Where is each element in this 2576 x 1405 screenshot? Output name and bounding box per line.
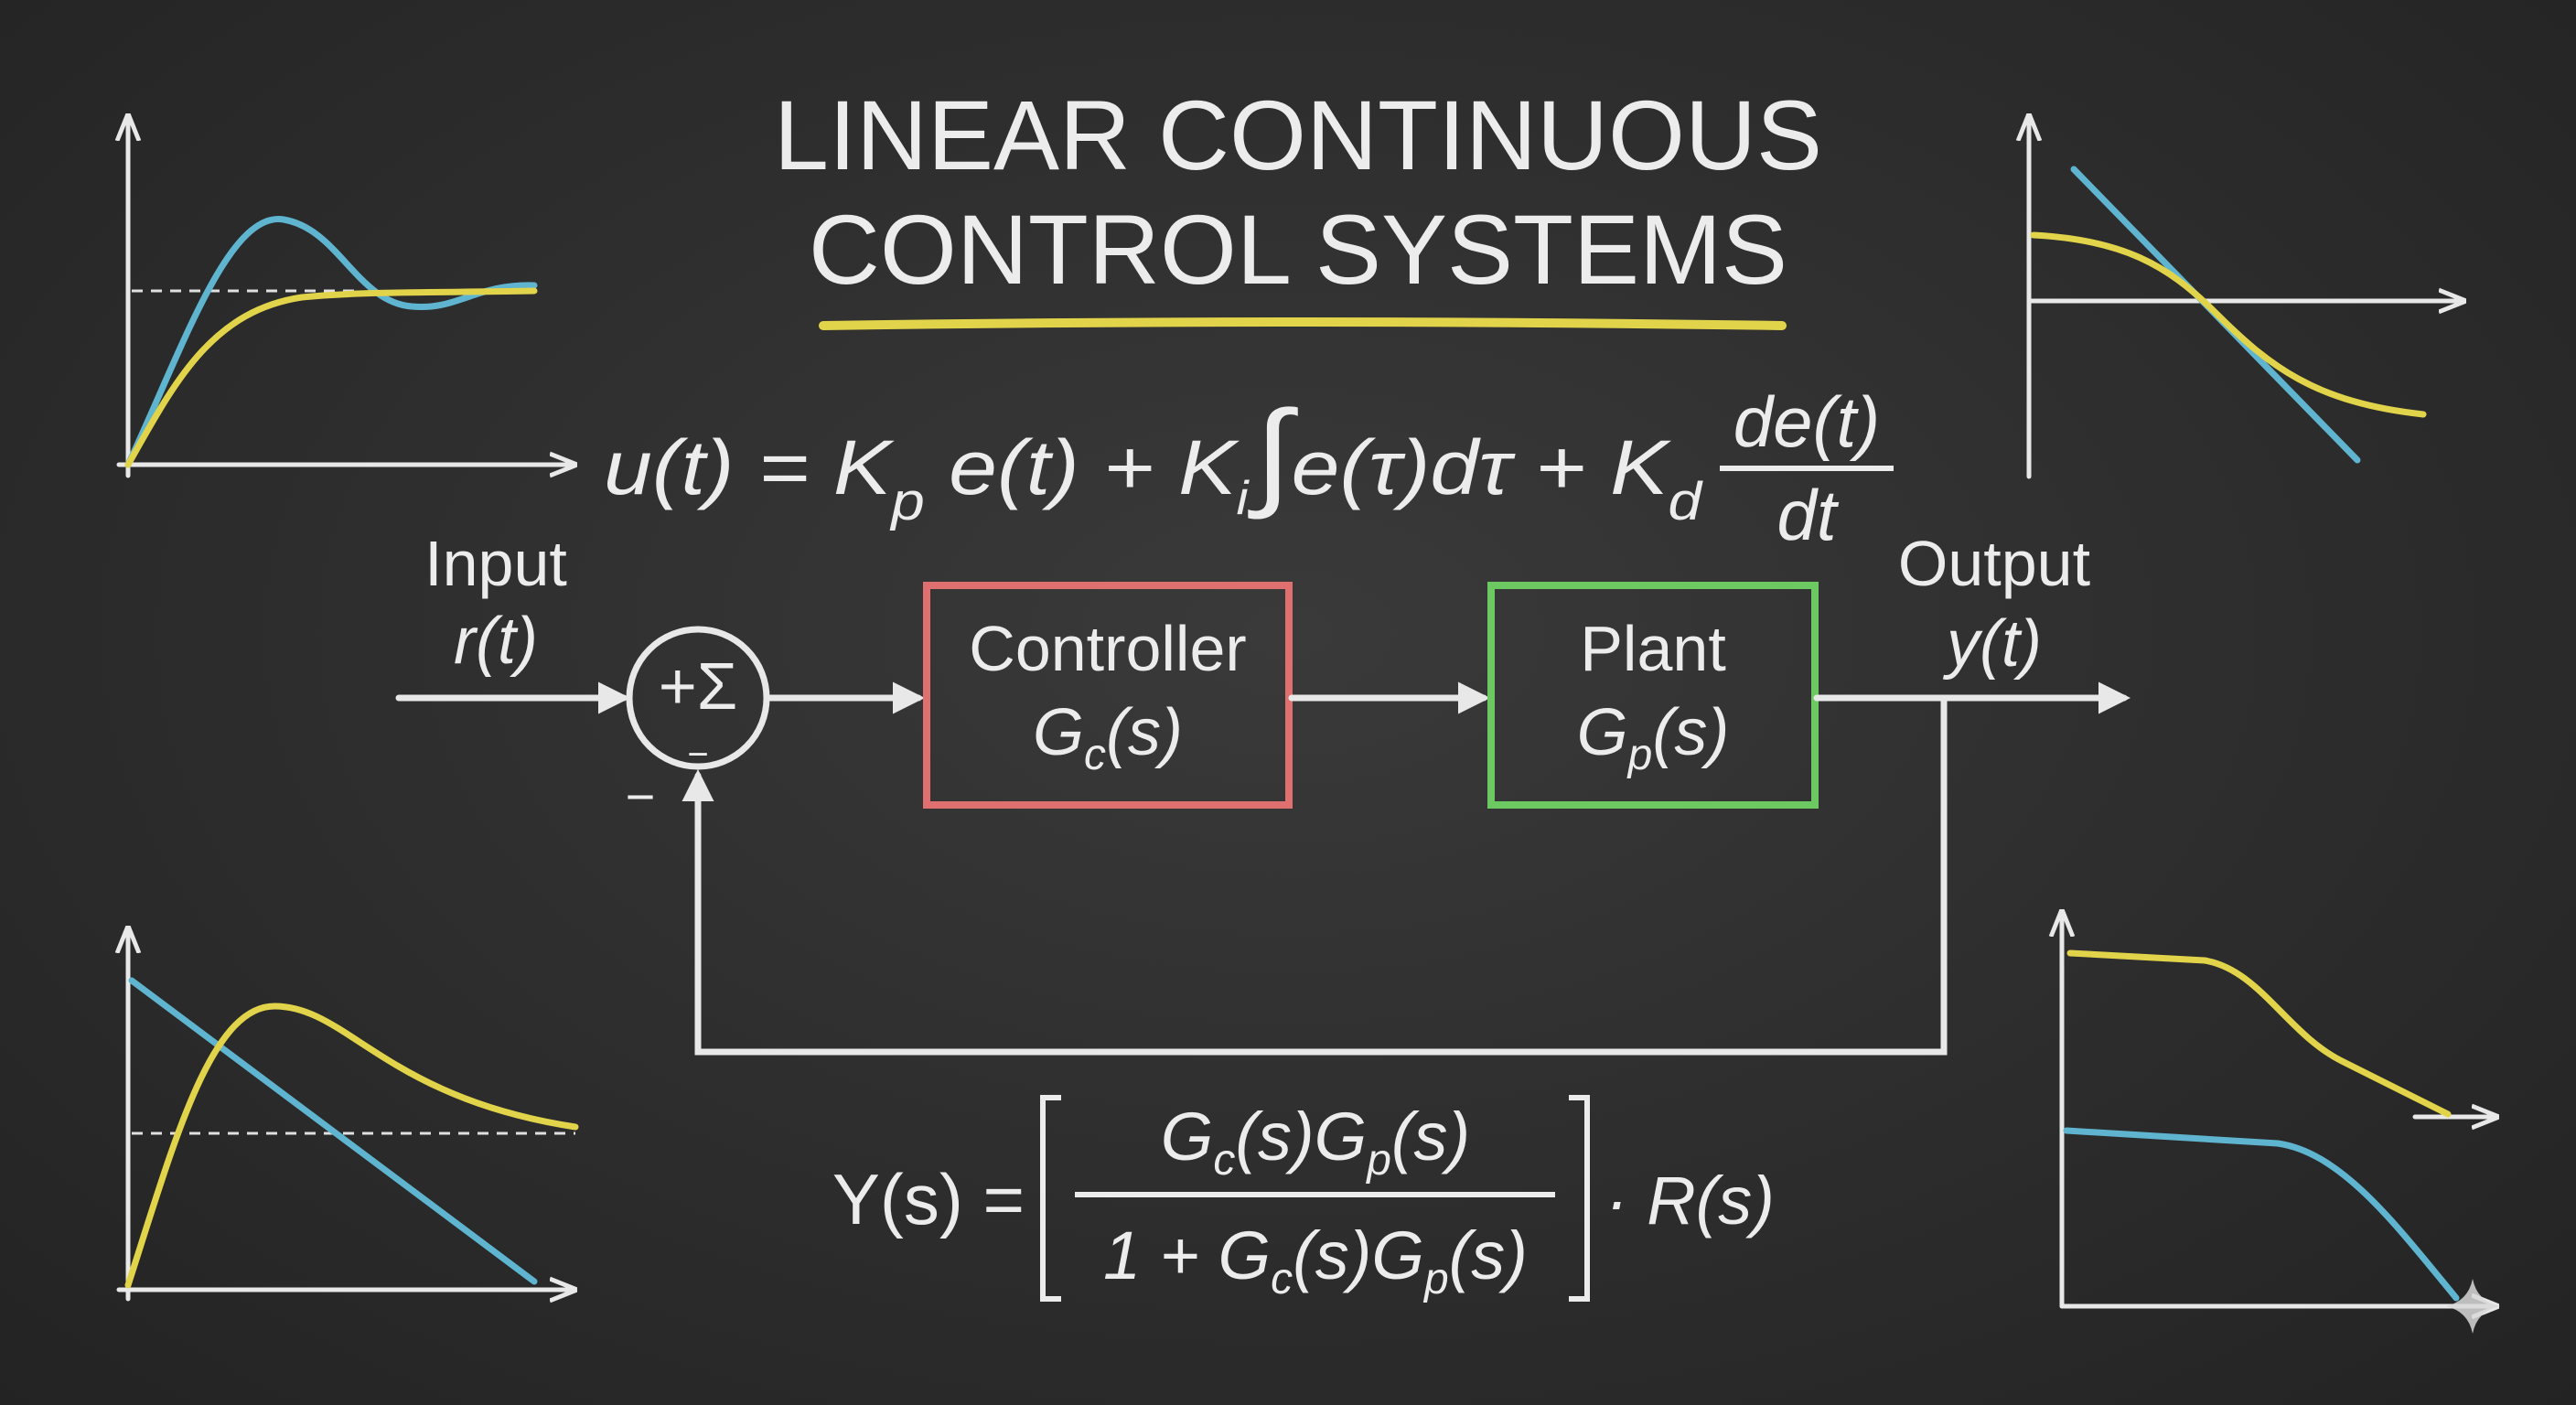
pid-derivative-denominator: dt [1776,475,1839,555]
response-sketch-top-right [2029,119,2461,479]
output-signal: y(t) [1942,607,2042,681]
controller-label: Controller [969,613,1246,684]
controller-transfer-function: Gc(s) [1033,696,1183,779]
transfer-lhs: Y(s) = [832,1159,1025,1239]
pid-derivative-numerator: de(t) [1733,381,1880,462]
response-sketch-bottom-left [119,931,579,1299]
overdamped-curve [124,287,538,468]
plant-transfer-function: Gp(s) [1577,696,1730,779]
transfer-denominator: 1 + Gc(s)Gp(s) [1103,1217,1528,1303]
magnitude-curve [2066,949,2452,1118]
left-bracket [1040,1095,1061,1302]
sparkle-icon [2445,1279,2500,1334]
title-line-1: LINEAR CONTINUOUS [774,80,1822,190]
phase-curve [2063,1127,2460,1302]
plant-block [1487,582,1819,809]
input-label: Input [424,528,567,599]
input-signal: r(t) [454,605,538,678]
feedback-minus-sign: − [626,767,656,825]
summing-minus-sign: − [687,735,708,775]
underdamped-curve [124,216,538,468]
feedback-path [682,694,1948,1056]
title-line-2: CONTROL SYSTEMS [809,194,1787,305]
response-sketch-bottom-right [2062,915,2494,1306]
decaying-curve [2030,231,2427,418]
title-underline [819,317,1787,330]
right-bracket [1569,1095,1590,1302]
linear-curve [128,977,538,1285]
plant-label: Plant [1580,613,1726,684]
transfer-rhs: · R(s) [1605,1163,1775,1239]
transfer-numerator: Gc(s)Gp(s) [1161,1099,1470,1185]
controller-block [923,582,1293,809]
impulse-curve [124,1003,579,1289]
step-response-sketch [119,119,572,478]
summing-symbol: +Σ [659,650,738,724]
output-label: Output [1898,528,2090,599]
